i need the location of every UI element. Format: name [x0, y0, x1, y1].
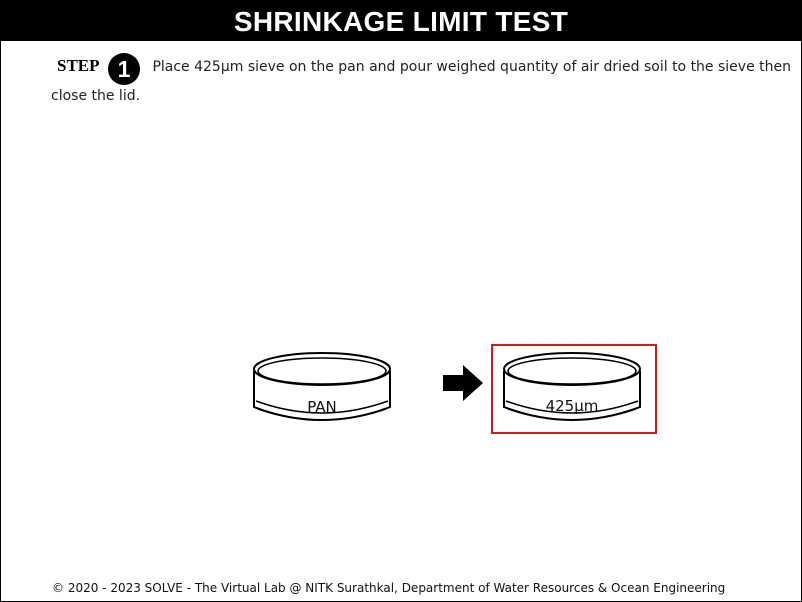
step-label: STEP: [57, 56, 100, 75]
arrow-right-icon: [443, 365, 483, 401]
step-text: Place 425µm sieve on the pan and pour we…: [51, 59, 791, 104]
page-title: SHRINKAGE LIMIT TEST: [1, 1, 801, 41]
sieve-425-container[interactable]: 425µm: [501, 351, 643, 431]
sieve-icon: [503, 352, 641, 421]
pan-container[interactable]: PAN: [251, 351, 393, 431]
footer-copyright: © 2020 - 2023 SOLVE - The Virtual Lab @ …: [52, 581, 726, 595]
pan-label: PAN: [307, 398, 337, 416]
step-number-badge: 1: [107, 53, 140, 85]
step-instruction: STEP 1 Place 425µm sieve on the pan and …: [51, 53, 796, 107]
sieve-label: 425µm: [545, 397, 599, 415]
pan-icon: [253, 352, 391, 421]
